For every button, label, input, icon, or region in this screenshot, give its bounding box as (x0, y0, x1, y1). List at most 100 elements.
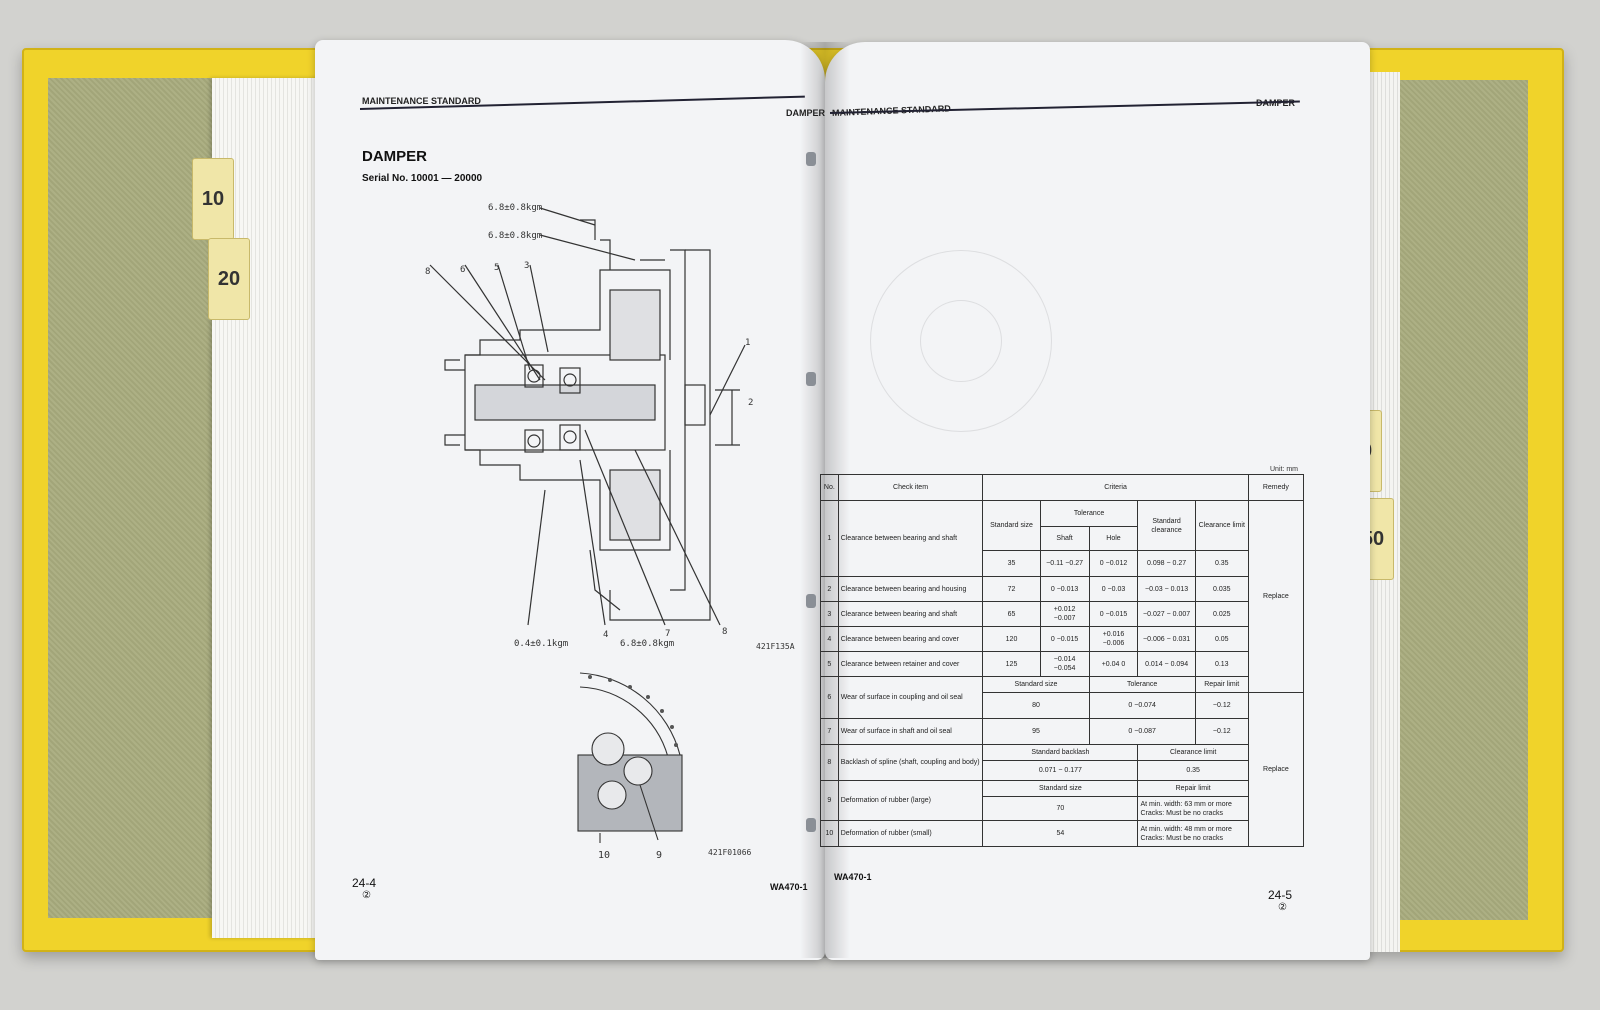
index-tab-20[interactable]: 20 (208, 238, 250, 320)
hdr-tolerance-b: Tolerance (1088, 676, 1196, 693)
unit-label: Unit: mm (1270, 466, 1298, 473)
row-8-std: 0.071 − 0.177 (982, 760, 1139, 781)
callout-3: 3 (524, 261, 529, 271)
row-5-size: 125 (982, 651, 1041, 677)
left-page-number: 24-4 (352, 876, 377, 890)
binder-ring (806, 818, 816, 832)
row-7-no: 7 (820, 718, 839, 745)
row-7-tol: 0 −0.087 (1088, 718, 1196, 745)
left-header-right: DAMPER (786, 108, 826, 118)
maintenance-standard-table: No. Check item Criteria Remedy 1 Clearan… (820, 474, 1305, 847)
row-5-item: Clearance between retainer and cover (837, 651, 984, 677)
bleed-through-hub (920, 300, 1002, 382)
hdr-standard-backlash: Standard backlash (982, 744, 1139, 761)
right-revision: ② (1278, 902, 1287, 913)
damper-cross-section-drawing: 6.8±0.8kgm 6.8±0.8kgm 0.4±0.1kgm 6.8±0.8… (425, 203, 753, 649)
row-1-limit: 0.35 (1194, 550, 1249, 577)
callout-8: 8 (425, 267, 430, 277)
binder-ring (806, 594, 816, 608)
row-10-no: 10 (820, 820, 839, 847)
row-8-limit: 0.35 (1137, 760, 1249, 781)
callout-9: 9 (656, 850, 663, 861)
col-header-criteria: Criteria (982, 474, 1249, 501)
row-9-no: 9 (820, 780, 839, 821)
row-2-std: −0.03 − 0.013 (1137, 576, 1196, 602)
row-5-limit: 0.13 (1194, 651, 1249, 677)
callout-1: 1 (745, 338, 750, 348)
row-5-shaft: −0.014 −0.054 (1039, 651, 1090, 677)
row-1-std: 0.098 − 0.27 (1137, 550, 1196, 577)
torque-label: 6.8±0.8kgm (620, 639, 674, 649)
right-model: WA470-1 (834, 872, 872, 882)
row-7-repair: −0.12 (1194, 718, 1249, 745)
bleed-through-gear (870, 250, 1052, 432)
rubber-damper-drawing (577, 672, 683, 843)
callout-5: 5 (494, 263, 499, 273)
row-4-size: 120 (982, 626, 1041, 652)
row-6-repair: −0.12 (1194, 692, 1249, 719)
row-4-std: −0.006 − 0.031 (1137, 626, 1196, 652)
row-4-limit: 0.05 (1194, 626, 1249, 652)
row-10-item: Deformation of rubber (small) (837, 820, 984, 847)
callout-4: 4 (603, 630, 608, 640)
row-6-tol: 0 −0.074 (1088, 692, 1196, 719)
row-3-item: Clearance between bearing and shaft (837, 601, 984, 627)
row-2-size: 72 (982, 576, 1041, 602)
row-2-hole: 0 −0.03 (1088, 576, 1139, 602)
row-10-repair: At min. width: 48 mm or more Cracks: Mus… (1137, 820, 1249, 847)
torque-label: 6.8±0.8kgm (488, 231, 542, 241)
hdr-standard-size-b: Standard size (982, 676, 1090, 693)
left-page (315, 40, 825, 960)
callout-7: 7 (665, 629, 670, 639)
row-3-no: 3 (820, 601, 839, 627)
callout-10: 10 (598, 850, 611, 861)
row-9-item: Deformation of rubber (large) (837, 780, 984, 821)
torque-label: 6.8±0.8kgm (488, 203, 542, 213)
row-1-shaft: −0.11 −0.27 (1039, 550, 1090, 577)
row-1-size: 35 (982, 550, 1041, 577)
col-header-remedy: Remedy (1247, 474, 1305, 501)
row-10-size: 54 (982, 820, 1139, 847)
cover-cloth-right (1400, 80, 1528, 920)
hdr-standard-size: Standard size (982, 500, 1041, 551)
hdr-clearance-limit-b: Clearance limit (1137, 744, 1249, 761)
hdr-shaft: Shaft (1039, 526, 1090, 551)
row-1-item: Clearance between bearing and shaft (837, 500, 984, 577)
left-header: MAINTENANCE STANDARD (362, 96, 481, 106)
callout-8b: 8 (722, 627, 727, 637)
row-6-no: 6 (820, 676, 839, 719)
binder-ring (806, 372, 816, 386)
row-4-hole: +0.016 −0.006 (1088, 626, 1139, 652)
row-5-no: 5 (820, 651, 839, 677)
callout-6: 6 (460, 265, 465, 275)
page-title: DAMPER (362, 148, 428, 165)
row-6-size: 80 (982, 692, 1090, 719)
right-page-number: 24-5 (1268, 888, 1293, 902)
row-3-hole: 0 −0.015 (1088, 601, 1139, 627)
row-3-shaft: +0.012 −0.007 (1039, 601, 1090, 627)
callout-2: 2 (748, 398, 753, 408)
hdr-tolerance: Tolerance (1039, 500, 1139, 527)
remedy-replace-2: Replace (1247, 692, 1305, 847)
figure-code: 421F135A (756, 642, 795, 651)
row-2-limit: 0.035 (1194, 576, 1249, 602)
index-tab-10[interactable]: 10 (192, 158, 234, 240)
left-revision: ② (362, 890, 371, 901)
torque-label: 0.4±0.1kgm (514, 639, 568, 649)
hdr-clearance-limit: Clearance limit (1194, 500, 1249, 551)
row-3-std: −0.027 − 0.007 (1137, 601, 1196, 627)
hdr-hole: Hole (1088, 526, 1139, 551)
row-2-item: Clearance between bearing and housing (837, 576, 984, 602)
row-2-no: 2 (820, 576, 839, 602)
hdr-repair-limit: Repair limit (1194, 676, 1249, 693)
row-6-item: Wear of surface in coupling and oil seal (837, 676, 984, 719)
row-2-shaft: 0 −0.013 (1039, 576, 1090, 602)
row-1-hole: 0 −0.012 (1088, 550, 1139, 577)
hdr-standard-size-c: Standard size (982, 780, 1139, 797)
row-7-item: Wear of surface in shaft and oil seal (837, 718, 984, 745)
hdr-standard-clearance: Standard clearance (1137, 500, 1196, 551)
row-3-limit: 0.025 (1194, 601, 1249, 627)
left-model: WA470-1 (770, 882, 808, 892)
row-5-std: 0.014 − 0.094 (1137, 651, 1196, 677)
figure-code-2: 421F01066 (708, 848, 752, 857)
